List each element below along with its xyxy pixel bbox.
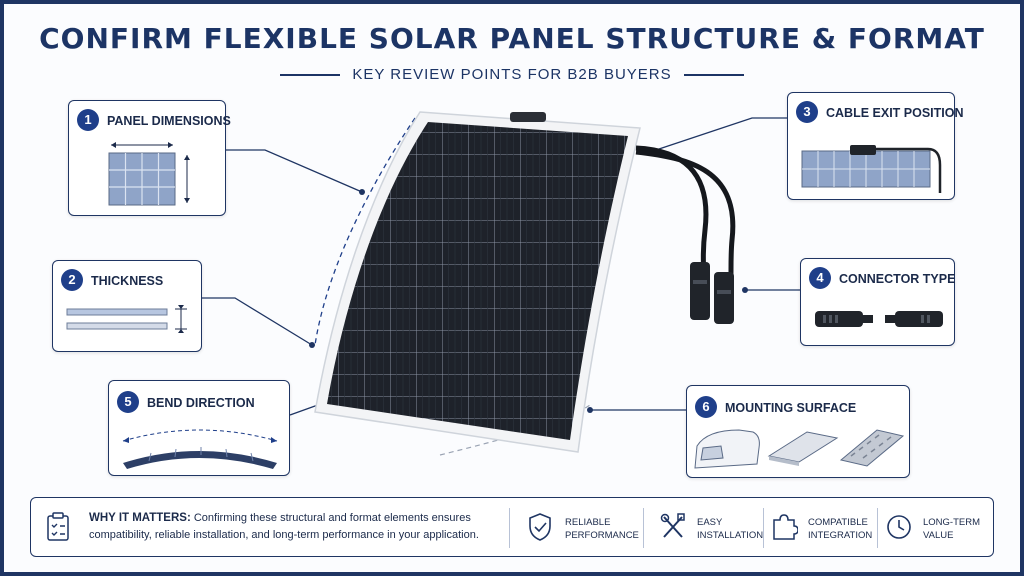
- card-number: 6: [695, 396, 717, 418]
- subtitle-left-rule: [280, 74, 341, 76]
- card-label: MOUNTING SURFACE: [725, 401, 857, 415]
- mounting-surface-icon: [694, 429, 905, 469]
- card-label: CABLE EXIT POSITION: [826, 106, 964, 120]
- card-number: 4: [809, 267, 831, 289]
- thickness-icon: [66, 305, 187, 333]
- card-cable-exit-position: 3 CABLE EXIT POSITION: [787, 92, 964, 200]
- panel-cells: [327, 122, 628, 440]
- tools-icon: [660, 513, 685, 538]
- page-title: CONFIRM FLEXIBLE SOLAR PANEL STRUCTURE &…: [39, 22, 985, 55]
- cable-right: [635, 149, 736, 293]
- card-panel-dimensions: 1 PANEL DIMENSIONS: [68, 100, 231, 216]
- divider: [877, 508, 878, 548]
- divider: [509, 508, 510, 548]
- leader-line-2: [200, 297, 313, 346]
- card-bend-direction: 5 BEND DIRECTION: [108, 380, 290, 476]
- leader-dot-2: [309, 342, 315, 348]
- card-number: 2: [61, 269, 83, 291]
- card-label: BEND DIRECTION: [147, 396, 255, 410]
- leader-line-3: [649, 117, 787, 153]
- clipboard-check-icon: [47, 512, 69, 541]
- card-number: 3: [796, 101, 818, 123]
- leader-dot-6: [587, 407, 593, 413]
- leader-line-1: [225, 149, 363, 193]
- card-label: PANEL DIMENSIONS: [107, 114, 231, 128]
- mc4-connector-right: [714, 272, 734, 324]
- card-label: THICKNESS: [91, 274, 164, 288]
- why-it-matters-panel: WHY IT MATTERS: Confirming these structu…: [30, 497, 994, 557]
- junction-box: [510, 112, 546, 122]
- why-it-matters-text: WHY IT MATTERS: Confirming these structu…: [89, 510, 529, 544]
- connector-icon: [815, 311, 943, 327]
- shield-check-icon: [529, 513, 551, 541]
- why-heading: WHY IT MATTERS:: [89, 512, 191, 524]
- page-subtitle: KEY REVIEW POINTS FOR B2B BUYERS: [352, 66, 672, 83]
- divider: [763, 508, 764, 548]
- dimensions-icon: [108, 142, 190, 206]
- card-label: CONNECTOR TYPE: [839, 272, 956, 286]
- bend-icon: [122, 429, 278, 469]
- mc4-connector-left: [690, 262, 710, 320]
- leader-dot-4: [742, 287, 748, 293]
- card-number: 5: [117, 391, 139, 413]
- card-mounting-surface: 6 MOUNTING SURFACE: [686, 385, 910, 478]
- puzzle-icon: [773, 514, 798, 540]
- subtitle-right-rule: [683, 74, 744, 76]
- cable-exit-icon: [801, 145, 942, 193]
- card-thickness: 2 THICKNESS: [52, 260, 202, 352]
- subtitle-row: KEY REVIEW POINTS FOR B2B BUYERS: [0, 66, 1024, 83]
- clock-icon: [887, 515, 911, 539]
- bend-guide-left: [314, 117, 416, 346]
- why-body: Confirming these structural and format e…: [89, 512, 479, 541]
- card-number: 1: [77, 109, 99, 131]
- divider: [643, 508, 644, 548]
- card-connector-type: 4 CONNECTOR TYPE: [800, 258, 955, 346]
- leader-dot-1: [359, 189, 365, 195]
